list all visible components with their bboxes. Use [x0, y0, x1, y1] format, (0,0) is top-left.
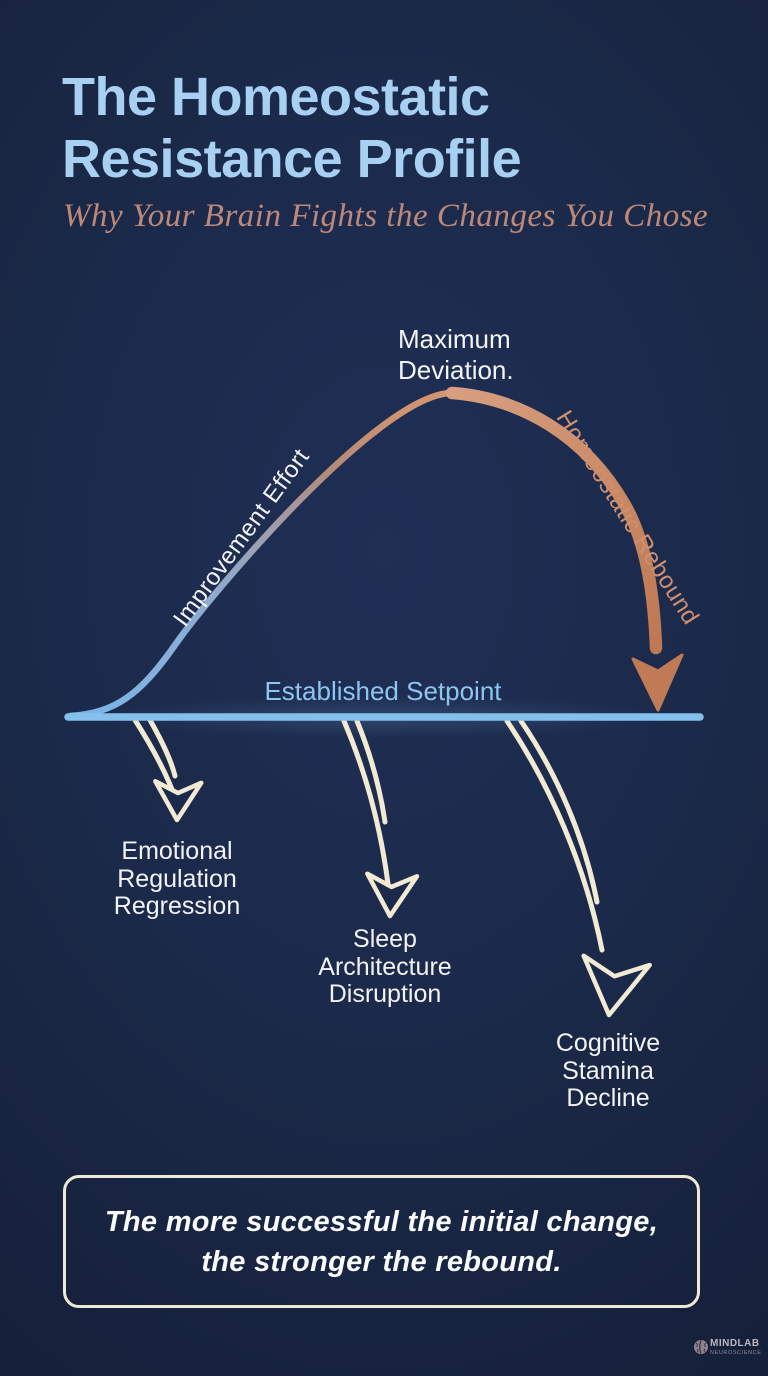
brand-logo: MINDLAB NEUROSCIENCE	[710, 1339, 762, 1356]
page-title: The Homeostatic Resistance Profile	[62, 66, 682, 190]
page-subtitle: Why Your Brain Fights the Changes You Ch…	[63, 198, 709, 234]
falling-curve-path	[445, 386, 663, 655]
summary-box: The more successful the initial change, …	[63, 1175, 700, 1308]
consequence-arrow-3-head-icon	[576, 956, 650, 1020]
consequence-2-line-2: Architecture	[318, 952, 452, 981]
consequence-label-emotional: Emotional Regulation Regression	[57, 837, 297, 921]
brand-name: MINDLAB	[710, 1338, 760, 1349]
consequence-arrow-3-shaft2	[518, 718, 600, 905]
consequence-1-line-1: Emotional	[121, 837, 233, 865]
consequence-label-cognitive: Cognitive Stamina Decline	[488, 1029, 728, 1113]
maximum-deviation-label: Maximum Deviation.	[398, 324, 558, 386]
maximum-deviation-line-2: Deviation.	[398, 355, 514, 385]
page-title-line-2: Resistance Profile	[62, 129, 522, 189]
consequence-arrow-2-shaft2	[354, 718, 388, 825]
consequence-3-line-1: Cognitive	[555, 1029, 661, 1057]
consequence-label-sleep: Sleep Architecture Disruption	[265, 925, 505, 1009]
consequence-arrow-1-shaft2	[147, 717, 178, 779]
summary-quote-line-1: The more successful the initial change,	[104, 1205, 659, 1238]
consequence-2-line-1: Sleep	[353, 925, 417, 953]
brand-tagline: NEUROSCIENCE	[710, 1349, 762, 1356]
page-title-line-1: The Homeostatic	[62, 67, 490, 127]
consequence-arrow-3-shaft	[504, 718, 605, 953]
rebound-arrowhead-icon	[631, 653, 684, 712]
consequence-arrow-2-head-icon	[365, 874, 417, 918]
consequence-1-line-2: Regulation	[117, 864, 237, 893]
rising-curve-path	[66, 389, 456, 720]
consequence-arrows	[132, 717, 650, 1020]
consequence-arrow-1-head-icon	[153, 778, 204, 823]
consequence-3-line-2: Stamina	[562, 1056, 654, 1085]
consequence-arrow-2-shaft	[341, 718, 391, 887]
summary-quote-line-2: the stronger the rebound.	[201, 1245, 562, 1278]
consequence-2-line-3: Disruption	[328, 980, 442, 1008]
consequence-3-line-3: Decline	[566, 1084, 650, 1112]
established-setpoint-label: Established Setpoint	[264, 676, 502, 706]
brain-icon	[694, 1340, 708, 1354]
maximum-deviation-line-1: Maximum	[398, 324, 511, 354]
consequence-1-line-3: Regression	[113, 892, 241, 920]
